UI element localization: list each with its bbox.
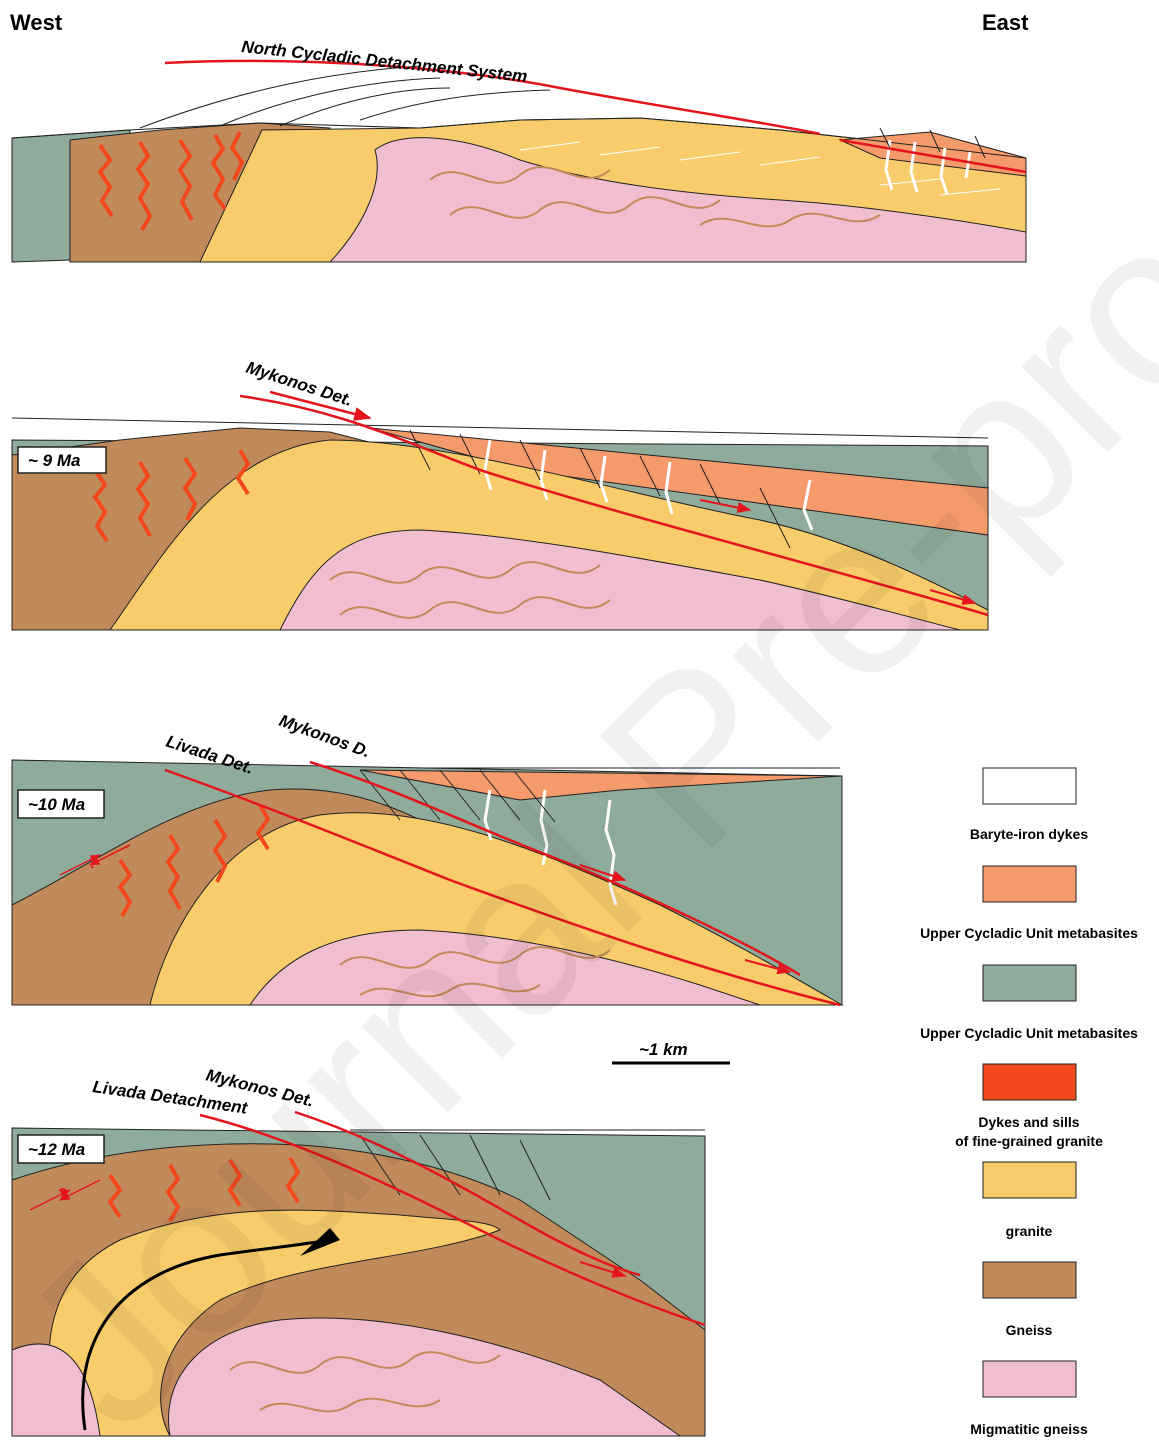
legend-swatch-migmatite [983,1361,1076,1397]
legend-swatch-gneiss [983,1262,1076,1298]
east-label: East [982,10,1029,35]
mykonos-det-label-10ma: Mykonos D. [277,711,373,761]
legend-swatch-baryte [983,768,1076,804]
legend-label-migmatite: Migmatitic gneiss [970,1421,1088,1437]
legend-swatch-ucu-orange [983,866,1076,902]
legend-label-dykes-2: of fine-grained granite [955,1133,1103,1149]
legend-swatch-dykes [983,1064,1076,1100]
mykonos-det-label-9ma: Mykonos Det. [244,358,355,410]
legend-label-gneiss: Gneiss [1006,1322,1053,1338]
west-label: West [10,10,63,35]
age-label-10ma: ~10 Ma [28,795,85,814]
age-label-12ma: ~12 Ma [28,1140,85,1159]
legend-swatch-ucu-green [983,965,1076,1001]
legend-label-ucu-green: Upper Cycladic Unit metabasites [920,1025,1138,1041]
section-present: North Cycladic Detachment System [12,37,1026,262]
legend-label-baryte: Baryte-iron dykes [970,826,1088,842]
age-label-9ma: ~ 9 Ma [28,451,80,470]
legend-label-granite: granite [1006,1223,1053,1239]
legend: Baryte-iron dykes Upper Cycladic Unit me… [920,768,1138,1437]
legend-swatch-granite [983,1162,1076,1198]
legend-label-dykes: Dykes and sills [978,1114,1079,1130]
question-mark-10ma: ? [88,855,97,872]
legend-label-ucu-orange: Upper Cycladic Unit metabasites [920,925,1138,941]
scale-bar-label: ~1 km [639,1040,688,1059]
